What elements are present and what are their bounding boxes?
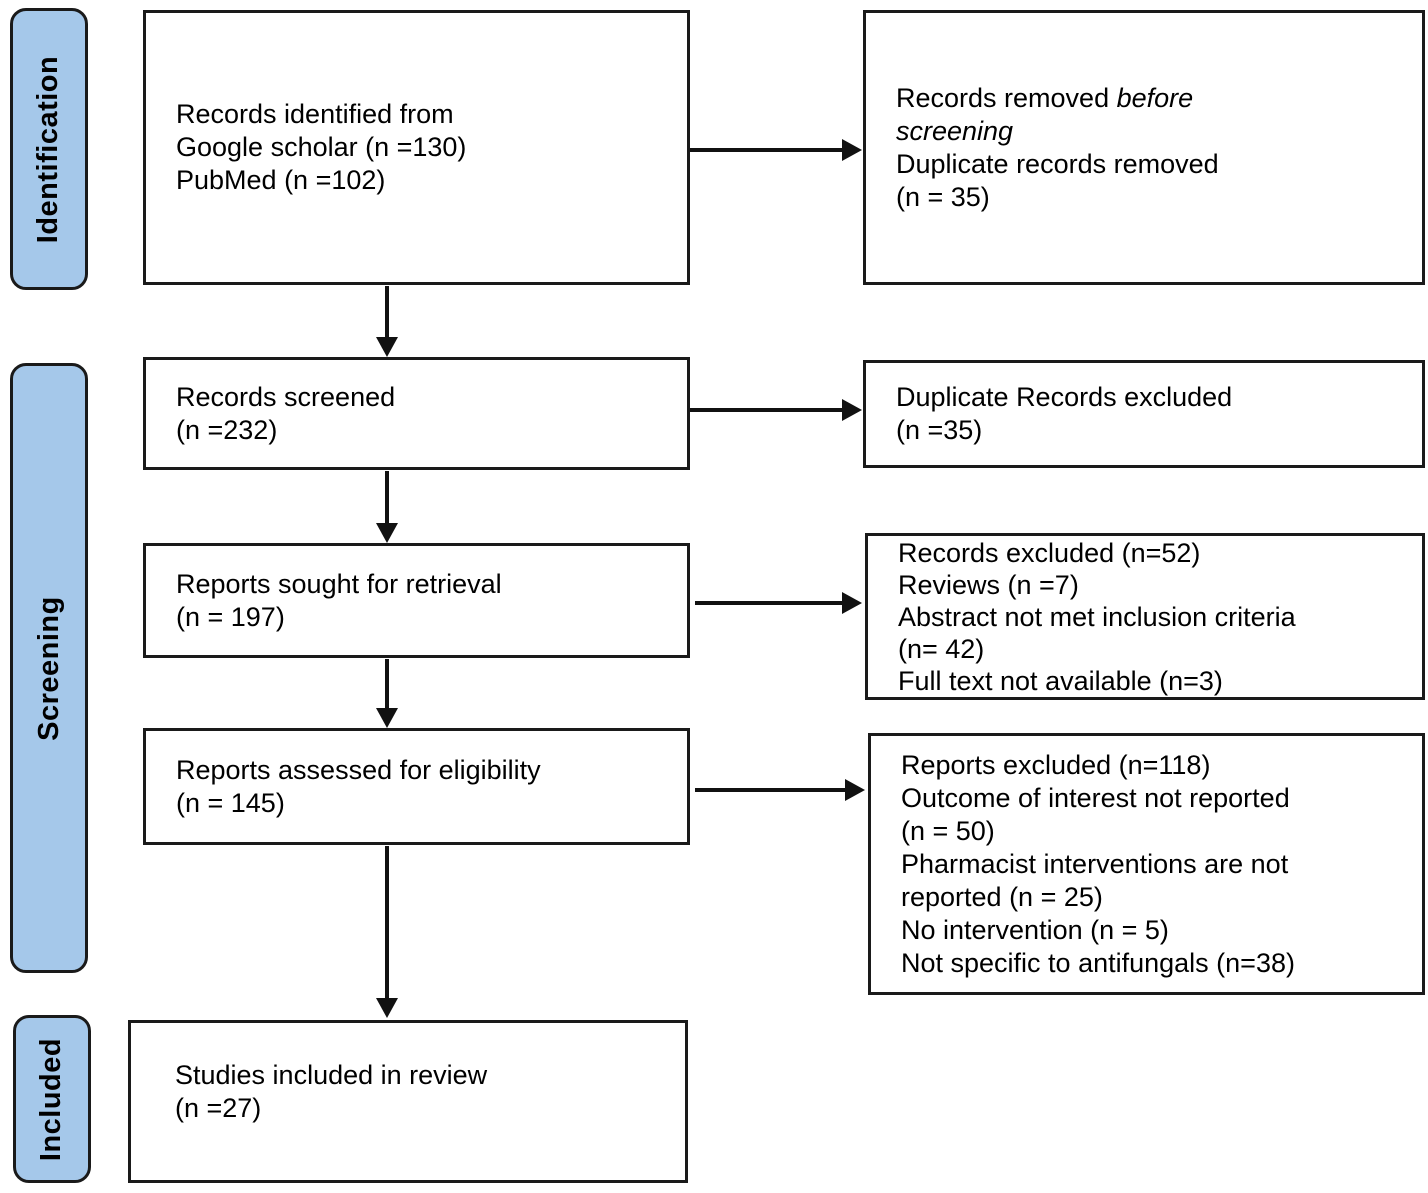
text-line: (n =35)	[896, 415, 983, 445]
text-line: screening	[896, 115, 1219, 148]
text-line: Duplicate Records excluded	[896, 382, 1233, 412]
box-duplicates-excluded: Duplicate Records excluded (n =35)	[863, 360, 1425, 468]
text-line: Records screened	[176, 381, 396, 412]
arrow-head-icon	[842, 399, 862, 421]
arrow-assessed-to-excluded	[695, 778, 865, 802]
text-line: Reviews (n =7)	[898, 569, 1079, 600]
text-line: (n = 145)	[176, 787, 285, 818]
arrow-stem	[690, 148, 845, 152]
text-line: Full text not available (n=3)	[898, 665, 1223, 696]
arrow-stem	[695, 601, 845, 605]
arrow-screened-to-sought	[375, 471, 399, 543]
arrow-sought-to-excluded	[695, 591, 862, 615]
stage-screening-label: Screening	[32, 595, 65, 741]
text-line: Studies included in review	[175, 1060, 488, 1090]
text-line: (n = 35)	[896, 181, 990, 212]
stage-included: Included	[13, 1015, 91, 1183]
stage-screening: Screening	[10, 363, 88, 973]
box-records-removed: Records removed before screening Duplica…	[863, 10, 1425, 285]
text-line: Reports assessed for eligibility	[176, 754, 541, 785]
box-records-excluded: Records excluded (n=52) Reviews (n =7) A…	[865, 533, 1425, 700]
text-line: (n = 50)	[901, 815, 995, 846]
text-line: (n =232)	[176, 414, 278, 445]
box-records-screened: Records screened (n =232)	[143, 357, 690, 470]
arrow-head-icon	[376, 998, 398, 1018]
text-line: Records identified from	[176, 99, 454, 129]
arrow-screened-to-excluded	[690, 398, 862, 422]
box-reports-excluded: Reports excluded (n=118) Outcome of inte…	[868, 733, 1425, 995]
stage-identification-label: Identification	[32, 55, 65, 243]
text-line: (n =27)	[175, 1093, 262, 1123]
arrow-stem	[695, 788, 848, 792]
arrow-identified-to-removed	[690, 138, 862, 162]
text-line: (n= 42)	[898, 633, 985, 664]
box-reports-assessed: Reports assessed for eligibility (n = 14…	[143, 728, 690, 845]
arrow-sought-to-assessed	[375, 659, 399, 728]
text-line: Duplicate records removed	[896, 148, 1219, 179]
text-segment-italic: screening	[896, 115, 1014, 146]
text-line: No intervention (n = 5)	[901, 914, 1169, 945]
text-line: Outcome of interest not reported	[901, 782, 1290, 813]
stage-included-label: Included	[35, 1037, 68, 1161]
text-line: Reports sought for retrieval	[176, 568, 502, 599]
arrow-assessed-to-included	[375, 846, 399, 1018]
arrow-stem	[690, 408, 845, 412]
arrow-head-icon	[842, 139, 862, 161]
arrow-head-icon	[376, 708, 398, 728]
arrow-head-icon	[376, 523, 398, 543]
text-line: Records excluded (n=52)	[898, 537, 1201, 568]
arrow-stem	[385, 471, 389, 526]
text-segment: Records removed	[896, 82, 1117, 113]
text-line: Records removed before	[896, 82, 1219, 115]
arrow-identified-to-screened	[375, 286, 399, 357]
arrow-stem	[385, 659, 389, 711]
text-line: Not specific to antifungals (n=38)	[901, 947, 1295, 978]
box-records-identified: Records identified from Google scholar (…	[143, 10, 690, 285]
box-reports-sought: Reports sought for retrieval (n = 197)	[143, 543, 690, 658]
text-line: Google scholar (n =130)	[176, 132, 467, 162]
text-line: Reports excluded (n=118)	[901, 749, 1211, 780]
arrow-head-icon	[842, 592, 862, 614]
arrow-head-icon	[845, 779, 865, 801]
arrow-stem	[385, 286, 389, 340]
text-line: (n = 197)	[176, 601, 285, 632]
arrow-head-icon	[376, 337, 398, 357]
stage-identification: Identification	[10, 8, 88, 290]
text-line: reported (n = 25)	[901, 881, 1103, 912]
box-studies-included: Studies included in review (n =27)	[128, 1020, 688, 1183]
text-line: PubMed (n =102)	[176, 165, 386, 195]
text-segment-italic: before	[1116, 82, 1194, 113]
text-line: Pharmacist interventions are not	[901, 848, 1289, 879]
arrow-stem	[385, 846, 389, 1001]
text-line: Abstract not met inclusion criteria	[898, 601, 1296, 632]
